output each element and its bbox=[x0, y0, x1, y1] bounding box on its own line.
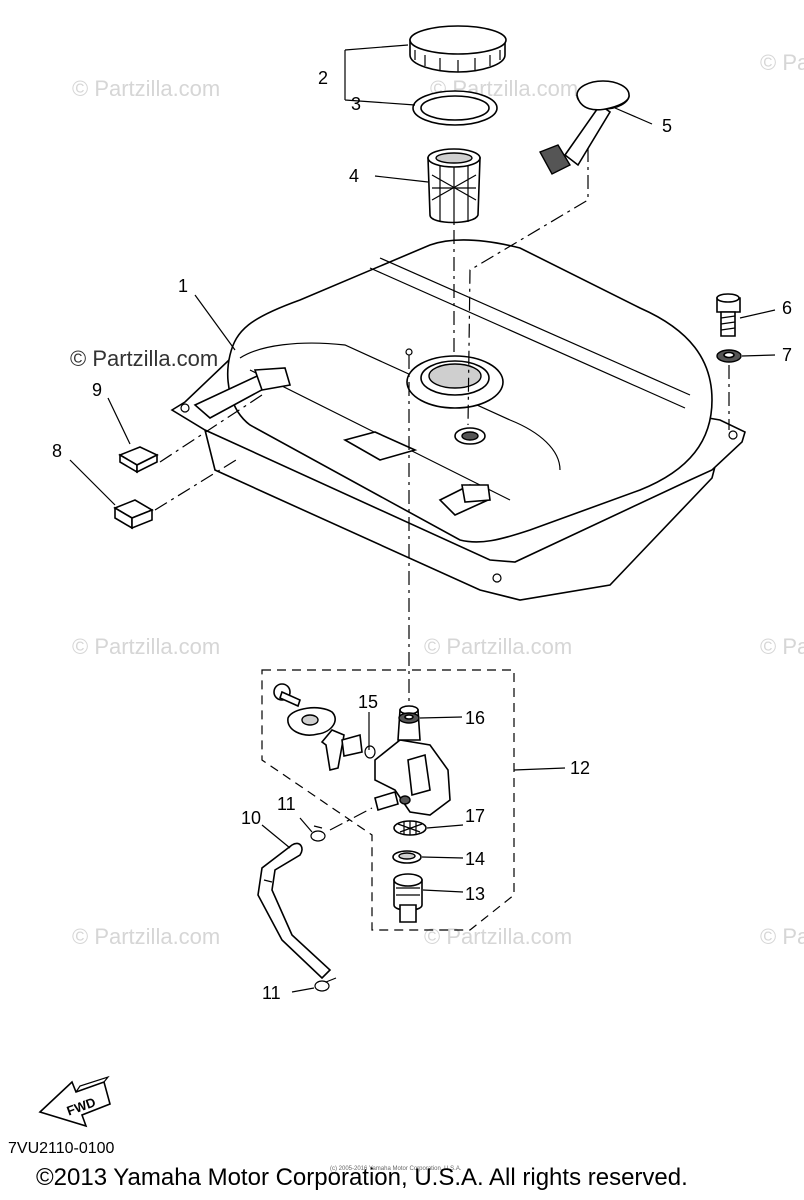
label-16: 16 bbox=[465, 708, 485, 728]
fuel-pipe bbox=[257, 842, 332, 980]
label-9: 9 bbox=[92, 380, 102, 400]
label-8: 8 bbox=[52, 441, 62, 461]
watermark: © Partzilla.com bbox=[72, 924, 220, 949]
watermark: © Partzilla.com bbox=[760, 50, 804, 75]
watermark: © Partzilla.com bbox=[424, 924, 572, 949]
o-ring-16 bbox=[398, 712, 420, 724]
fwd-arrow: FWD bbox=[38, 1075, 111, 1128]
label-6: 6 bbox=[782, 298, 792, 318]
label-1: 1 bbox=[178, 276, 188, 296]
copyright-notice: ©2013 Yamaha Motor Corporation, U.S.A. A… bbox=[36, 1164, 688, 1191]
fuel-strainer bbox=[427, 148, 481, 225]
part-labels: 2 3 4 5 1 6 7 9 8 15 16 12 17 14 13 11 1… bbox=[52, 68, 792, 1003]
cap-gasket bbox=[412, 90, 498, 126]
clip-lower bbox=[314, 977, 337, 992]
label-12: 12 bbox=[570, 758, 590, 778]
cup-13 bbox=[393, 873, 423, 923]
label-7: 7 bbox=[782, 345, 792, 365]
watermark-dark: © Partzilla.com bbox=[70, 346, 218, 371]
fuel-gauge bbox=[539, 80, 630, 175]
label-11-lower: 11 bbox=[262, 983, 281, 1003]
bolt bbox=[716, 293, 741, 337]
leader-lines bbox=[69, 44, 776, 993]
label-10: 10 bbox=[241, 808, 261, 828]
label-17: 17 bbox=[465, 806, 485, 826]
watermark: © Partzilla.com bbox=[760, 634, 804, 659]
fuel-tank bbox=[170, 239, 746, 601]
fuel-cock-parts bbox=[273, 683, 451, 816]
label-15: 15 bbox=[358, 692, 378, 712]
fuel-cock-assembly-outline bbox=[261, 669, 515, 931]
label-4: 4 bbox=[349, 166, 359, 186]
label-2: 2 bbox=[318, 68, 328, 88]
watermark: © Partzilla.com bbox=[72, 634, 220, 659]
washer bbox=[716, 349, 742, 363]
watermark: © Partzilla.com bbox=[760, 924, 804, 949]
clip-upper bbox=[310, 825, 326, 842]
watermark: © Partzilla.com bbox=[72, 76, 220, 101]
damper-9 bbox=[118, 446, 159, 474]
fuel-cap bbox=[409, 25, 507, 73]
watermark: © Partzilla.com bbox=[424, 634, 572, 659]
gasket-14 bbox=[392, 850, 422, 864]
tiny-credit: (c) 2005-2016 Yamaha Motor Corporation, … bbox=[330, 1166, 462, 1172]
label-5: 5 bbox=[662, 116, 672, 136]
diagram-code: 7VU2110-0100 bbox=[8, 1140, 115, 1157]
damper-8 bbox=[113, 499, 154, 530]
label-11-upper: 11 bbox=[277, 794, 296, 814]
label-13: 13 bbox=[465, 884, 485, 904]
screen-17 bbox=[393, 820, 427, 836]
label-14: 14 bbox=[465, 849, 485, 869]
assembly-lines bbox=[154, 148, 730, 831]
label-3: 3 bbox=[351, 94, 361, 114]
